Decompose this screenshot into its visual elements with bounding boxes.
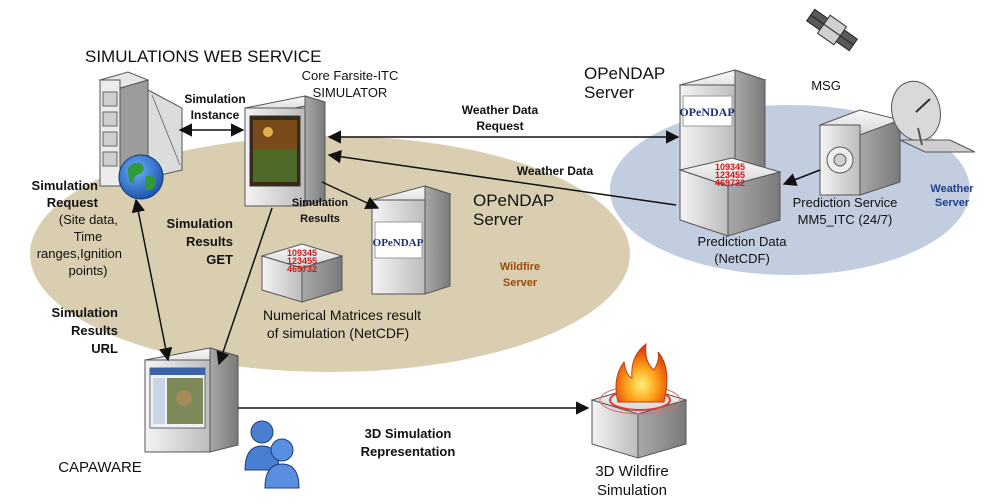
- weather-server-label-1: Weather: [930, 183, 974, 195]
- sim-results-url-label-1: Simulation: [52, 305, 119, 320]
- fire-icon: [615, 342, 668, 403]
- opendap-server-right-label-2: Server: [584, 83, 634, 102]
- simulation-instance-label-2: Instance: [191, 108, 240, 122]
- satellite-icon: [805, 8, 859, 52]
- core-simulator-label-2: SIMULATOR: [313, 85, 388, 100]
- arrow-results-get: [216, 207, 273, 366]
- matrix-right-row-1: 109345: [715, 162, 745, 172]
- wildfire-3d-icon: [590, 342, 688, 459]
- arrow-prediction-service: [782, 169, 821, 186]
- representation-label-1: 3D Simulation: [365, 426, 452, 441]
- prediction-service-label-1: Prediction Service: [793, 195, 898, 210]
- msg-label: MSG: [811, 78, 841, 93]
- matrix-mid-row-2: 123455: [287, 256, 317, 266]
- sim-request-label-2: Request: [47, 195, 99, 210]
- sim-request-label-6: points): [68, 263, 107, 278]
- prediction-service-machine-icon: [818, 80, 976, 196]
- capaware-client-icon: [144, 347, 239, 453]
- opendap-server-mid-label-2: Server: [473, 210, 523, 229]
- globe-icon: [118, 154, 164, 200]
- opendap-server-mid-icon: OPeNDAP: [370, 185, 452, 295]
- users-icon: [244, 420, 300, 489]
- sim-results-label-1: Simulation: [292, 197, 349, 209]
- numerical-matrices-box-icon: 109345 123455 469732: [260, 243, 344, 303]
- capaware-label: CAPAWARE: [58, 459, 142, 476]
- prediction-data-label-1: Prediction Data: [698, 234, 788, 249]
- wildfire-3d-label-2: Simulation: [597, 482, 667, 499]
- sim-results-get-label-3: GET: [206, 252, 233, 267]
- core-simulator-label-1: Core Farsite-ITC: [302, 68, 399, 83]
- weather-server-label-2: Server: [935, 197, 970, 209]
- matrix-right-row-3: 469732: [715, 178, 745, 188]
- sim-results-url-label-2: Results: [71, 323, 118, 338]
- simulation-instance-label-1: Simulation: [184, 92, 245, 106]
- weather-request-label-1: Weather Data: [462, 103, 539, 117]
- opendap-server-right-label-1: OPeNDAP: [584, 64, 665, 83]
- sim-results-label-2: Results: [300, 213, 340, 225]
- weather-data-label: Weather Data: [517, 164, 594, 178]
- sim-results-get-label-2: Results: [186, 234, 233, 249]
- sim-results-url-label-3: URL: [91, 341, 118, 356]
- prediction-service-label-2: MM5_ITC (24/7): [798, 212, 893, 227]
- core-simulator-server-icon: [244, 95, 326, 207]
- wildfire-3d-label-1: 3D Wildfire: [595, 463, 668, 480]
- representation-label-2: Representation: [361, 444, 456, 459]
- prediction-data-box-icon: 109345 123455 469732: [678, 157, 782, 237]
- wildfire-server-label-1: Wildfire: [500, 261, 540, 273]
- matrix-right-row-2: 123455: [715, 170, 745, 180]
- opendap-logo-mid: OPeNDAP: [373, 237, 424, 249]
- sim-request-label-1: Simulation: [32, 178, 99, 193]
- arrow-results-url: [131, 198, 173, 362]
- opendap-server-mid-label-1: OPeNDAP: [473, 191, 554, 210]
- sim-request-label-5: ranges,Ignition: [37, 246, 122, 261]
- prediction-data-label-2: (NetCDF): [714, 251, 770, 266]
- matrix-mid-row-1: 109345: [287, 248, 317, 258]
- opendap-logo-right: OPeNDAP: [679, 105, 734, 119]
- numerical-matrices-label-1: Numerical Matrices result: [263, 307, 421, 323]
- arrow-simulation-results: [321, 181, 380, 210]
- web-service-title: SIMULATIONS WEB SERVICE: [85, 47, 321, 66]
- matrix-mid-row-3: 469732: [287, 264, 317, 274]
- wildfire-server-label-2: Server: [503, 277, 538, 289]
- sim-request-label-3: (Site data,: [59, 212, 118, 227]
- weather-request-label-2: Request: [476, 119, 523, 133]
- numerical-matrices-label-2: of simulation (NetCDF): [267, 325, 409, 341]
- arrow-weather-data: [327, 150, 677, 206]
- sim-results-get-label-1: Simulation: [167, 216, 234, 231]
- sim-request-label-4: Time: [74, 229, 102, 244]
